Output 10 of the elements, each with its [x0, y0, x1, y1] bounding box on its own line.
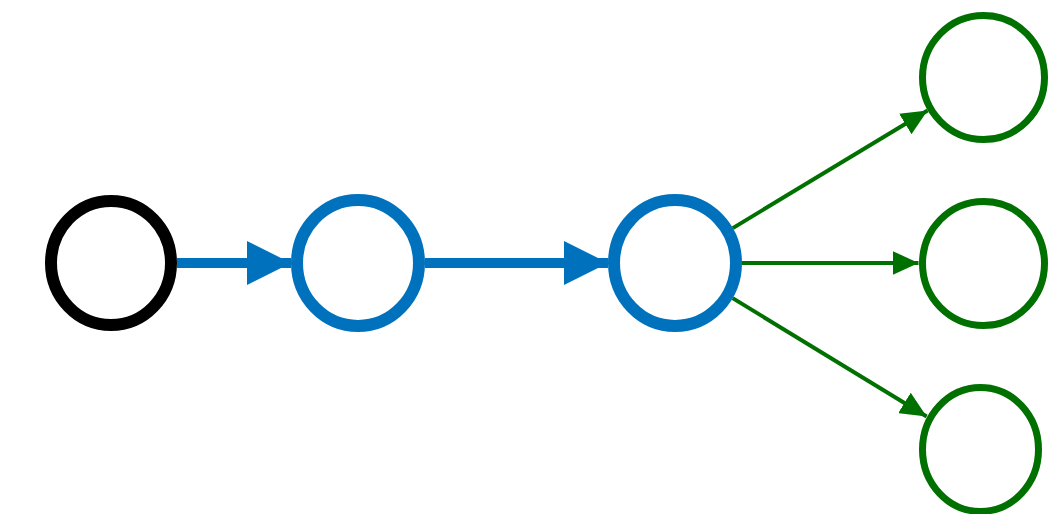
node-circle [918, 197, 1048, 329]
arrow [425, 241, 608, 285]
arrow [742, 251, 919, 275]
arrow [731, 296, 928, 419]
node-circle [45, 195, 177, 331]
node-circle [918, 11, 1048, 143]
node-circle [608, 194, 742, 332]
node-circle [291, 194, 425, 332]
arrow [731, 108, 929, 230]
arrow [177, 241, 291, 285]
